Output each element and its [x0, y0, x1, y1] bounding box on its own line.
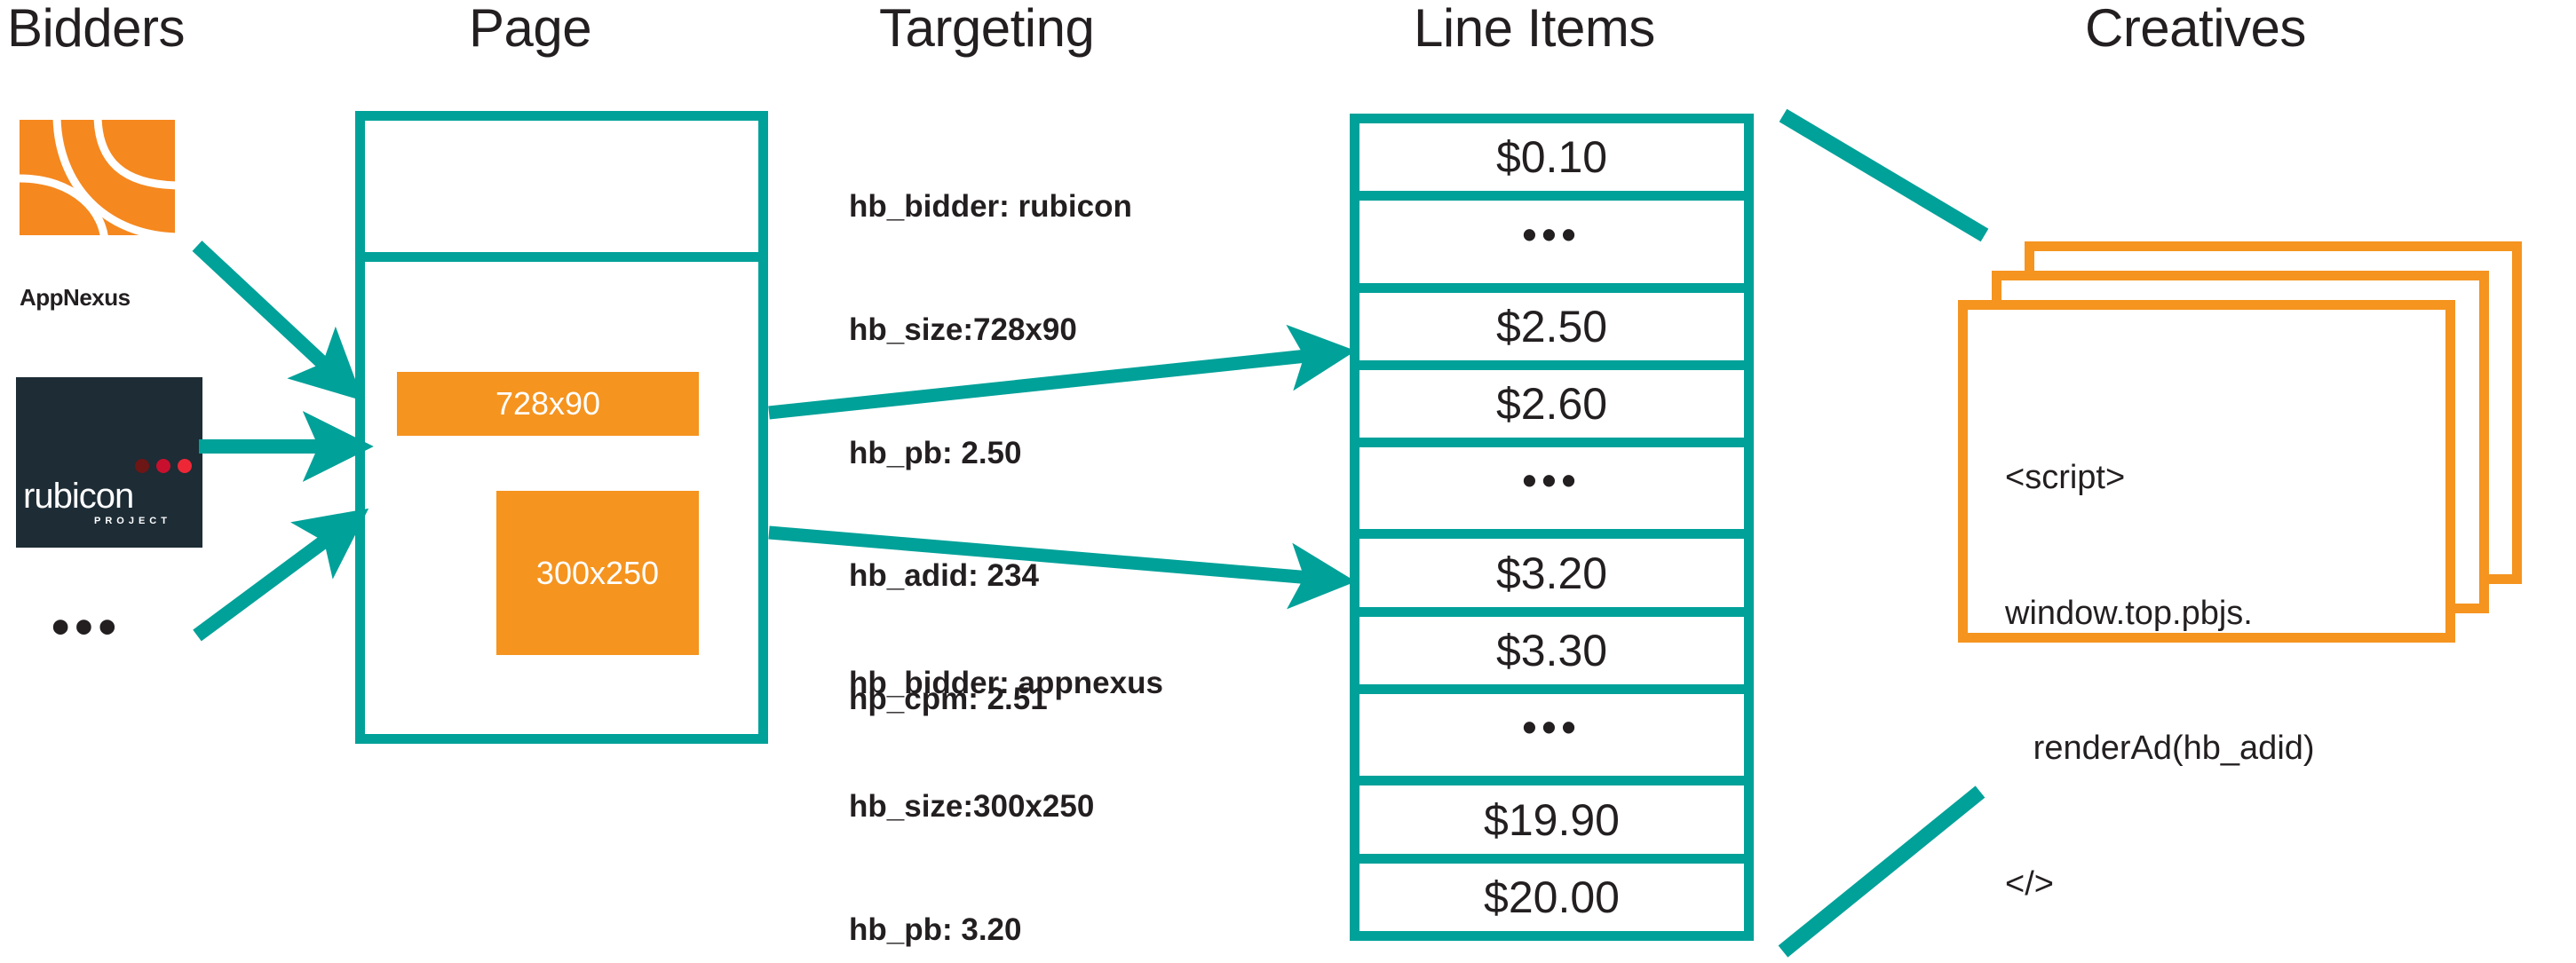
appnexus-wordmark-label: AppNexus	[20, 284, 131, 311]
appnexus-logo-icon	[19, 114, 182, 245]
column-heading-targeting: Targeting	[879, 0, 1095, 58]
line-item-row[interactable]: $19.90	[1359, 785, 1744, 864]
creative-code-snippet: <script> window.top.pbjs. renderAd(hb_ad…	[2005, 365, 2315, 963]
code-line: renderAd(hb_adid)	[2005, 730, 2315, 768]
code-line: </>	[2005, 864, 2054, 903]
targeting-line: hb_bidder: rubicon	[849, 189, 1132, 225]
connector-line-items-to-creatives-bottom	[1778, 785, 1986, 958]
rubicon-wordmark: rubicon PROJECT	[23, 459, 196, 526]
ad-slot-728x90[interactable]: 728x90	[397, 372, 699, 436]
page-container: 728x90 300x250	[355, 111, 768, 744]
targeting-line: hb_bidder: appnexus	[849, 666, 1163, 701]
line-item-row[interactable]: $0.10	[1359, 123, 1744, 201]
rubicon-name-label: rubicon	[23, 477, 134, 516]
targeting-line: hb_size:300x250	[849, 788, 1095, 824]
line-item-row: •••	[1359, 447, 1744, 540]
line-item-row[interactable]: $3.20	[1359, 539, 1744, 617]
column-heading-bidders: Bidders	[7, 0, 185, 58]
column-heading-creatives: Creatives	[2085, 0, 2306, 58]
column-heading-page: Page	[469, 0, 592, 58]
targeting-line: hp_cpm: 2.51	[849, 681, 1048, 716]
bidders-ellipsis: •••	[52, 598, 122, 656]
line-item-row: •••	[1359, 694, 1744, 786]
targeting-block-rubicon: hb_bidder: rubicon hb_size:728x90 hb_pb:…	[849, 105, 1132, 801]
code-line: window.top.pbjs.	[2005, 594, 2253, 632]
line-item-row[interactable]: $3.30	[1359, 617, 1744, 695]
connector-line-items-to-creatives-top	[1779, 108, 1989, 242]
rubicon-dot-2	[156, 459, 170, 473]
page-header-divider	[365, 252, 758, 262]
targeting-line: hb_size:728x90	[849, 312, 1077, 347]
line-item-row[interactable]: $2.50	[1359, 293, 1744, 370]
rubicon-dot-1	[135, 459, 149, 473]
rubicon-sublabel: PROJECT	[94, 516, 171, 526]
creative-card-front[interactable]: <script> window.top.pbjs. renderAd(hb_ad…	[1958, 300, 2455, 903]
rubicon-dot-3	[178, 459, 192, 473]
targeting-line: hb_pb: 2.50	[849, 435, 1022, 470]
line-item-row: •••	[1359, 201, 1744, 293]
arrow-appnexus-to-page	[192, 241, 364, 401]
targeting-block-appnexus: hb_bidder: appnexus hb_size:300x250 hb_p…	[849, 581, 1163, 963]
line-item-row[interactable]: $2.60	[1359, 370, 1744, 448]
targeting-line: hb_pb: 3.20	[849, 912, 1022, 947]
ad-slot-300x250[interactable]: 300x250	[496, 491, 699, 655]
arrow-ellipsis-to-page	[193, 508, 369, 642]
line-items-container: $0.10 ••• $2.50 $2.60 ••• $3.20 $3.30 ••…	[1350, 114, 1754, 941]
line-item-row[interactable]: $20.00	[1484, 872, 1620, 922]
rubicon-logo-icon: rubicon PROJECT	[16, 377, 202, 548]
code-line: <script>	[2005, 458, 2126, 496]
column-heading-line-items: Line Items	[1414, 0, 1655, 58]
